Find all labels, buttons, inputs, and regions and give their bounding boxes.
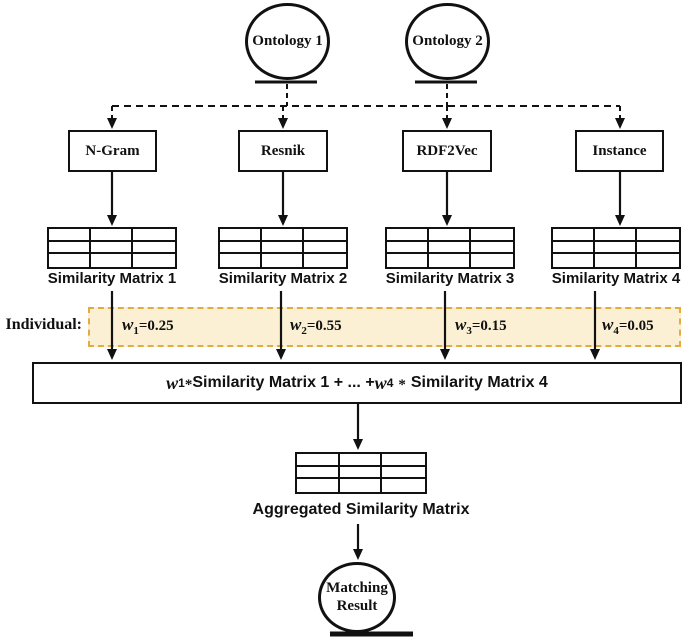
similarity-matrix-4-label: Similarity Matrix 4 bbox=[551, 270, 681, 287]
formula-tail-text: Similarity Matrix 4 bbox=[410, 374, 548, 391]
formula-w1-subscript: 1 bbox=[178, 376, 185, 390]
matching-result-line2: Result bbox=[336, 597, 378, 614]
formula-w1-symbol: w bbox=[166, 372, 179, 393]
weight-w3-value: =0.15 bbox=[471, 318, 507, 334]
weight-w1-value: =0.25 bbox=[138, 318, 174, 334]
formula-middle-text: Similarity Matrix 1 + ... + bbox=[192, 374, 375, 391]
weight-w3: w3=0.15 bbox=[455, 315, 507, 337]
arrows-matchers-to-matrices bbox=[107, 172, 625, 226]
matcher-box-instance: Instance bbox=[575, 130, 664, 172]
similarity-matrix-3-label: Similarity Matrix 3 bbox=[385, 270, 515, 287]
weight-w4-value: =0.05 bbox=[618, 318, 654, 334]
similarity-matrix-3-grid bbox=[385, 227, 515, 269]
matcher-box-resnik: Resnik bbox=[238, 130, 328, 172]
ontology-1-label: Ontology 1 bbox=[252, 33, 323, 49]
matching-result-node: Matching Result bbox=[318, 562, 396, 633]
individual-weights-band bbox=[88, 307, 681, 347]
weight-w2: w2=0.55 bbox=[290, 315, 342, 337]
weight-w2-symbol: w bbox=[290, 315, 302, 334]
similarity-matrix-2-grid bbox=[218, 227, 348, 269]
weight-w2-value: =0.55 bbox=[306, 318, 342, 334]
weight-w2-subscript: 2 bbox=[301, 325, 307, 337]
similarity-matrix-4-grid bbox=[551, 227, 681, 269]
similarity-matrix-1-grid bbox=[47, 227, 177, 269]
matcher-instance-label: Instance bbox=[592, 142, 647, 159]
matcher-box-rdf2vec: RDF2Vec bbox=[402, 130, 492, 172]
weight-w3-subscript: 3 bbox=[466, 325, 472, 337]
matcher-box-ngram: N-Gram bbox=[68, 130, 157, 172]
matcher-ngram-label: N-Gram bbox=[85, 142, 140, 159]
weight-w4: w4=0.05 bbox=[602, 315, 654, 337]
aggregated-similarity-matrix-label: Aggregated Similarity Matrix bbox=[252, 501, 470, 518]
weight-w4-subscript: 4 bbox=[613, 325, 619, 337]
formula-w4-subscript: 4 bbox=[386, 376, 394, 390]
dashed-arrows-to-matchers bbox=[107, 106, 625, 129]
weight-w3-symbol: w bbox=[455, 315, 467, 334]
similarity-matrix-2-label: Similarity Matrix 2 bbox=[218, 270, 348, 287]
individual-row-label: Individual: bbox=[5, 316, 82, 333]
matching-result-line1: Matching bbox=[326, 580, 388, 597]
aggregated-similarity-matrix-grid bbox=[295, 452, 427, 494]
weight-w1: w1=0.25 bbox=[122, 315, 174, 337]
matcher-rdf2vec-label: RDF2Vec bbox=[416, 142, 478, 159]
arrow-matrix-to-result bbox=[353, 524, 363, 560]
formula-multiply-1: * bbox=[184, 376, 193, 393]
ontology-2-node: Ontology 2 bbox=[405, 3, 490, 80]
weight-w1-subscript: 1 bbox=[133, 325, 139, 337]
formula-multiply-2: * bbox=[398, 376, 406, 393]
similarity-matrix-1-label: Similarity Matrix 1 bbox=[47, 270, 177, 287]
weight-w1-symbol: w bbox=[122, 315, 134, 334]
formula-w4-symbol: w bbox=[374, 372, 387, 393]
arrows-matrices-to-aggregation bbox=[107, 291, 600, 360]
arrow-aggregation-to-matrix bbox=[353, 404, 363, 450]
weight-w4-symbol: w bbox=[602, 315, 614, 334]
matcher-resnik-label: Resnik bbox=[260, 142, 306, 159]
ontology-1-node: Ontology 1 bbox=[245, 3, 330, 80]
ontology-2-label: Ontology 2 bbox=[412, 33, 483, 49]
